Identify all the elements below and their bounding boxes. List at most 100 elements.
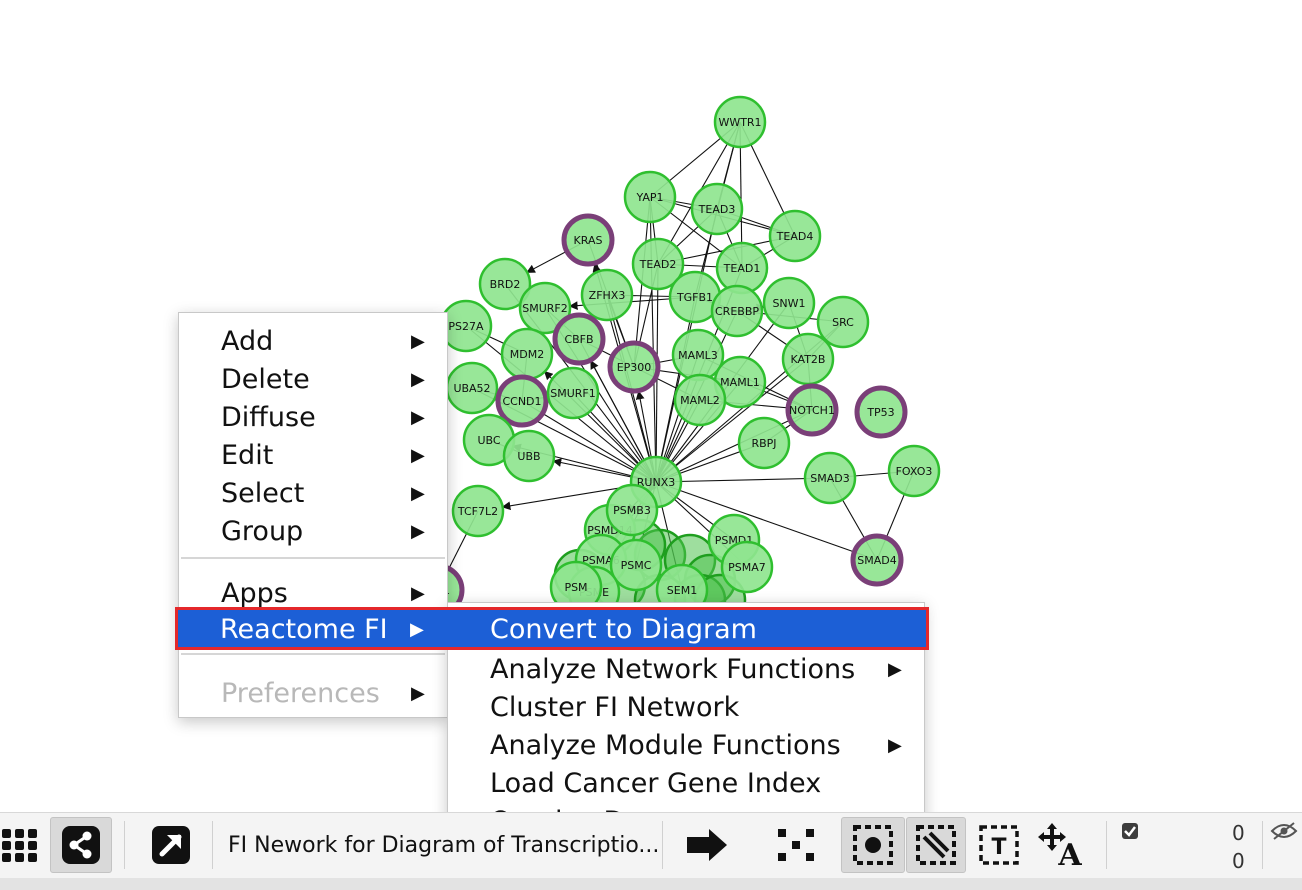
select-edges-button[interactable]: [906, 817, 966, 873]
text-move-button[interactable]: A: [1034, 817, 1090, 873]
network-node[interactable]: TEAD1: [715, 241, 769, 295]
menu-item-edit[interactable]: Edit ▶: [221, 439, 425, 471]
menu-item-analyze-module-functions[interactable]: Analyze Module Functions ▶: [490, 729, 902, 761]
network-edge[interactable]: [655, 358, 809, 483]
share-network-button[interactable]: [50, 817, 112, 873]
menu-item-delete[interactable]: Delete ▶: [221, 363, 425, 395]
menu-item-group[interactable]: Group ▶: [221, 515, 425, 547]
node-circle: [607, 340, 661, 394]
network-toolbar: FI Nework for Diagram of Transcriptio...: [0, 812, 1302, 879]
network-node[interactable]: PSMC: [609, 538, 663, 592]
network-node[interactable]: SMAD4: [850, 533, 904, 587]
node-label: PSMB3: [613, 504, 651, 517]
node-label: NOTCH1: [789, 404, 835, 417]
node-label: RBPJ: [751, 437, 776, 450]
node-label: MDM2: [510, 348, 544, 361]
node-label: TP53: [866, 406, 894, 419]
submenu-arrow-icon: ▶: [888, 734, 902, 756]
menu-separator: [181, 557, 445, 559]
toolbar-divider: [124, 821, 125, 869]
node-circle: [451, 484, 505, 538]
network-node[interactable]: UBA52: [445, 361, 499, 415]
network-node[interactable]: CREBBP: [710, 284, 764, 338]
node-label: CBFB: [564, 333, 593, 346]
menu-item-convert-to-diagram[interactable]: [175, 607, 929, 650]
export-icon: [687, 829, 727, 861]
select-nodes-button[interactable]: [841, 817, 905, 873]
network-node[interactable]: TEAD2: [631, 237, 685, 291]
network-node[interactable]: SNW1: [762, 276, 816, 330]
node-label: SMURF2: [522, 302, 568, 315]
text-move-icon: A: [1038, 823, 1082, 869]
network-node[interactable]: CBFB: [552, 312, 606, 366]
network-title[interactable]: FI Nework for Diagram of Transcriptio...: [228, 832, 660, 858]
network-node[interactable]: PS27A: [439, 299, 493, 353]
node-circle: [605, 483, 659, 537]
network-node[interactable]: SRC: [816, 295, 870, 349]
node-label: FOXO3: [896, 465, 933, 478]
menu-item-load-cancer-gene-index[interactable]: Load Cancer Gene Index: [490, 767, 822, 799]
network-node[interactable]: SMURF2: [518, 281, 572, 335]
network-node[interactable]: KAT2B: [781, 332, 835, 386]
export-button[interactable]: [680, 817, 734, 873]
node-label: TCF7L2: [457, 505, 498, 518]
node-circle: [673, 373, 727, 427]
submenu-arrow-icon: ▶: [888, 658, 902, 680]
menu-item-diffuse[interactable]: Diffuse ▶: [221, 401, 425, 433]
network-node[interactable]: ZFHX3: [580, 268, 634, 322]
network-node[interactable]: TEAD4: [768, 209, 822, 263]
network-node[interactable]: BRD2: [478, 257, 532, 311]
layout-button[interactable]: [766, 817, 826, 873]
node-label: PSMC: [621, 559, 652, 572]
network-node[interactable]: TCF7L2: [451, 484, 505, 538]
network-node[interactable]: TP53: [854, 385, 908, 439]
network-node[interactable]: UBC: [462, 413, 516, 467]
network-node[interactable]: FOXO3: [887, 444, 941, 498]
hide-button[interactable]: [1268, 819, 1300, 843]
network-node[interactable]: PSMA7: [720, 540, 774, 594]
node-label: TEAD1: [723, 262, 761, 275]
context-menu[interactable]: Add ▶ Delete ▶ Diffuse ▶ Edit ▶ Select ▶…: [178, 312, 448, 718]
network-node[interactable]: MAML2: [673, 373, 727, 427]
network-node[interactable]: PSMB3: [605, 483, 659, 537]
menu-item-reactome-fi[interactable]: Reactome FI: [220, 613, 388, 645]
network-node[interactable]: SMAD3: [803, 451, 857, 505]
menu-item-cluster-fi-network[interactable]: Cluster FI Network: [490, 691, 740, 723]
network-node[interactable]: RBPJ: [737, 416, 791, 470]
network-node[interactable]: UBB: [502, 429, 556, 483]
network-edge[interactable]: [655, 409, 813, 483]
menu-item-analyze-network-functions[interactable]: Analyze Network Functions ▶: [490, 653, 902, 685]
network-node[interactable]: WWTR1: [713, 95, 767, 149]
network-node[interactable]: CCND1: [495, 374, 549, 428]
network-node[interactable]: NOTCH1: [785, 383, 839, 437]
node-label: MAML3: [678, 349, 718, 362]
network-node[interactable]: TEAD3: [690, 182, 744, 236]
node-label: CCND1: [502, 395, 541, 408]
open-external-button[interactable]: [146, 817, 196, 873]
open-external-icon: [152, 826, 190, 864]
network-node[interactable]: SMURF1: [546, 366, 600, 420]
toolbar-divider: [212, 821, 213, 869]
checkbox-button[interactable]: [1118, 819, 1142, 843]
submenu-arrow-icon: ▶: [411, 368, 425, 390]
network-node[interactable]: EP300: [607, 340, 661, 394]
menu-item-select[interactable]: Select ▶: [221, 477, 425, 509]
network-node[interactable]: MDM2: [500, 327, 554, 381]
network-node[interactable]: KRAS: [561, 213, 615, 267]
network-node[interactable]: MAML3: [671, 328, 725, 382]
grid-view-icon: [2, 829, 37, 862]
menu-item-add[interactable]: Add ▶: [221, 325, 425, 357]
network-edge[interactable]: [655, 481, 878, 561]
node-label: TEAD4: [776, 230, 814, 243]
grid-view-button[interactable]: [0, 817, 44, 873]
node-label: SRC: [832, 316, 854, 329]
text-annotation-button[interactable]: T: [972, 817, 1026, 873]
network-node[interactable]: YAP1: [623, 170, 677, 224]
node-label: WWTR1: [718, 116, 761, 129]
network-edge[interactable]: [655, 477, 831, 483]
menu-item-apps[interactable]: Apps ▶: [221, 577, 425, 609]
node-circle: [710, 284, 764, 338]
